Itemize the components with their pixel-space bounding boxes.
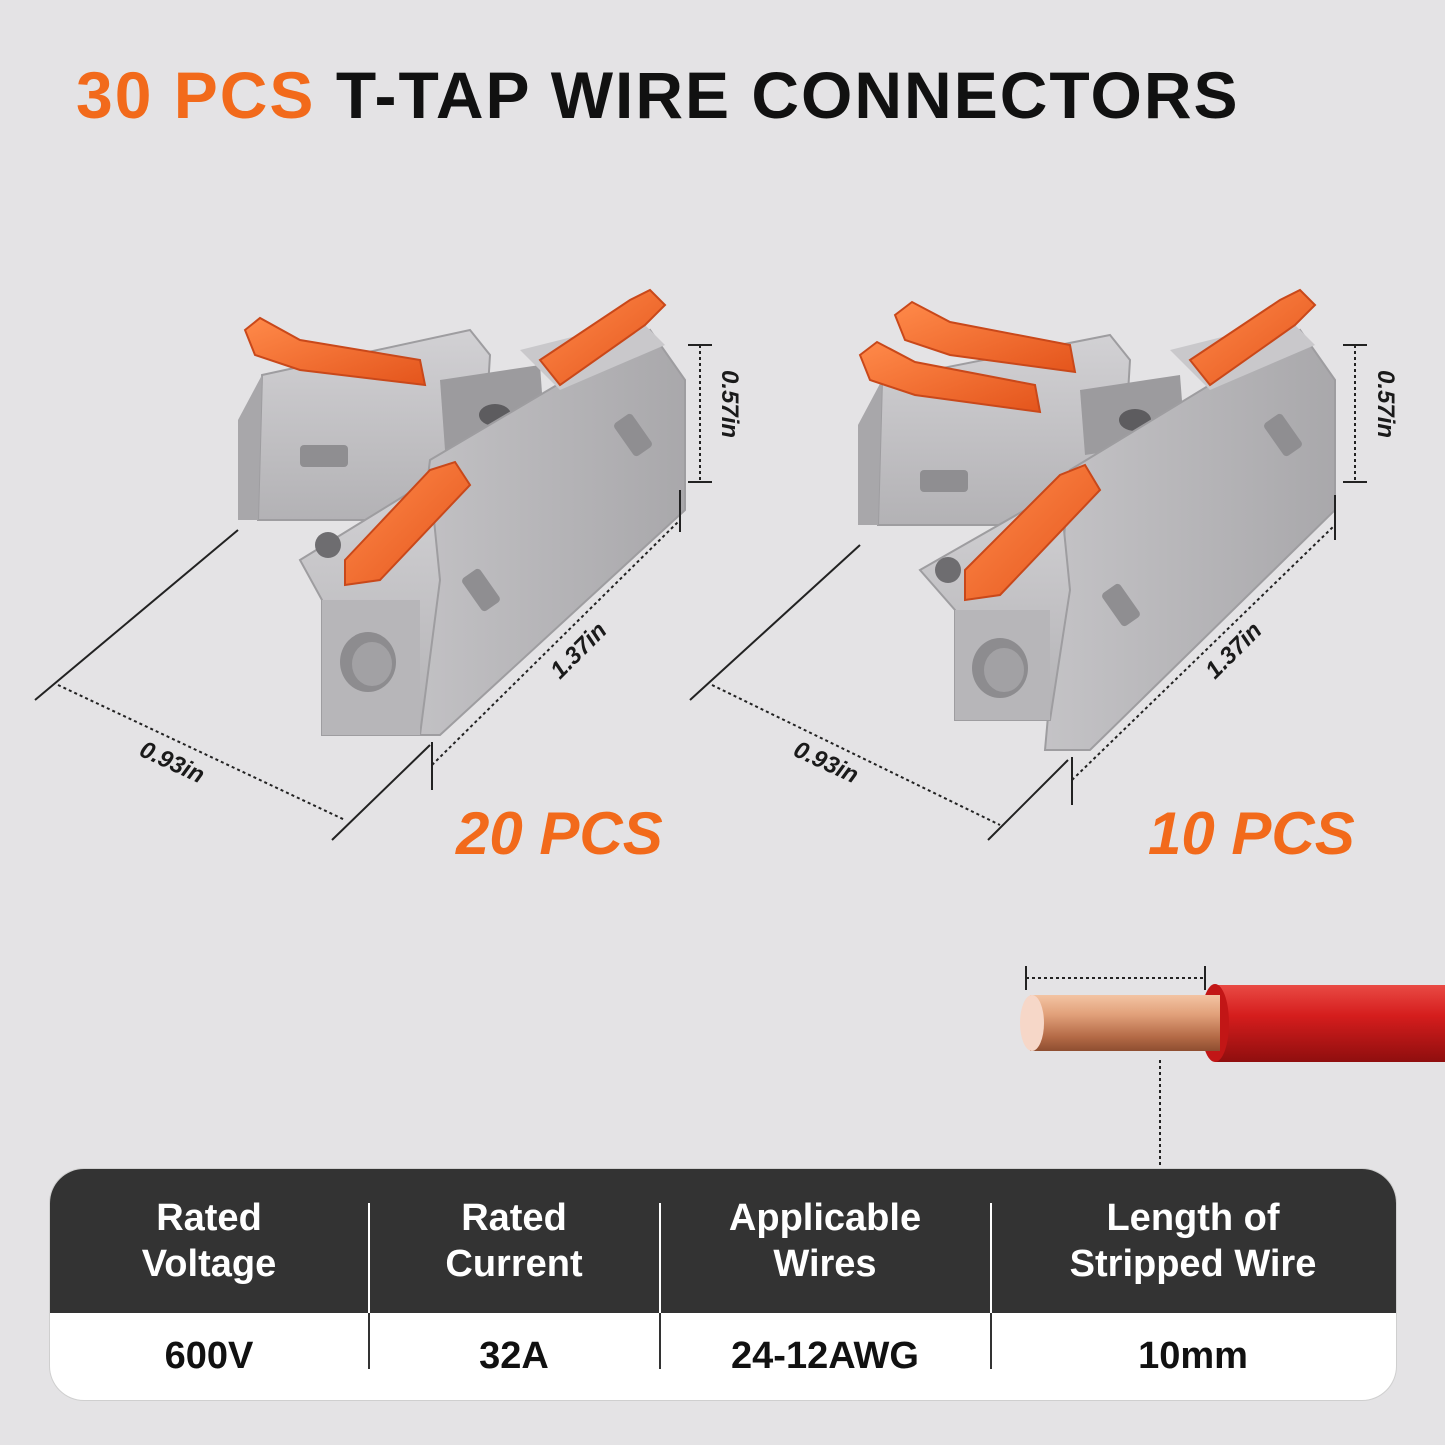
page-title: 30 PCS T-TAP WIRE CONNECTORS — [76, 62, 1240, 128]
dimension-lines-1 — [34, 344, 712, 841]
spec-value-row: 600V 32A 24-12AWG 10mm — [50, 1313, 1396, 1400]
value-divider — [659, 1313, 661, 1369]
dim-height-1: 0.57in — [716, 370, 743, 438]
count-label-10: 10 PCS — [1148, 800, 1355, 867]
spec-table: Rated Voltage Rated Current Applicable W… — [50, 1169, 1396, 1400]
connector-3lever-image — [238, 288, 686, 736]
value-divider — [990, 1313, 992, 1369]
spec-header-current: Rated Current — [445, 1197, 583, 1285]
title-accent: 30 PCS — [76, 58, 316, 132]
spec-value-wires: 24-12AWG — [731, 1335, 919, 1377]
spec-header-row: Rated Voltage Rated Current Applicable W… — [50, 1169, 1396, 1313]
spec-header-strip-length: Length of Stripped Wire — [1069, 1197, 1317, 1285]
stripped-wire-image — [1020, 966, 1445, 1168]
value-divider — [368, 1313, 370, 1369]
header-divider — [659, 1203, 661, 1313]
dim-height-2: 0.57in — [1372, 370, 1399, 438]
spec-value-voltage: 600V — [164, 1335, 254, 1377]
connector-4lever-image — [858, 288, 1336, 751]
spec-value-current: 32A — [479, 1335, 549, 1377]
header-divider — [990, 1203, 992, 1313]
dim-width-2: 0.93in — [789, 736, 862, 789]
count-label-20: 20 PCS — [456, 800, 663, 867]
spec-header-voltage: Rated Voltage — [141, 1197, 277, 1285]
title-main: T-TAP WIRE CONNECTORS — [335, 58, 1240, 132]
dim-width-1: 0.93in — [135, 736, 208, 789]
spec-value-strip-length: 10mm — [1138, 1335, 1248, 1377]
header-divider — [368, 1203, 370, 1313]
dimension-lines-2 — [689, 344, 1367, 841]
spec-header-wires: Applicable Wires — [728, 1197, 922, 1285]
